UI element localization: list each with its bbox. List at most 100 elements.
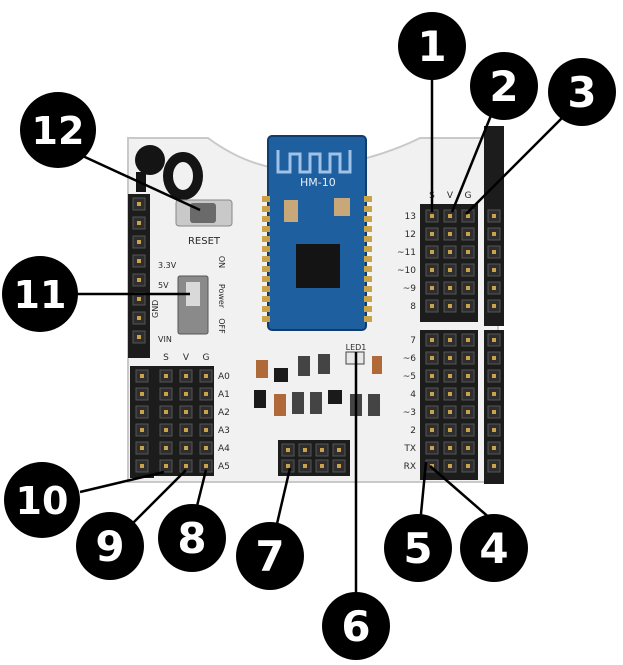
led-label: LED1 xyxy=(346,343,367,352)
digital-low-pin-0-2 xyxy=(461,333,475,347)
analog-pin-a0-0 xyxy=(159,369,173,383)
module-chip xyxy=(296,244,340,288)
left-edge-slot-3 xyxy=(132,254,146,268)
jumper-pin-0-0 xyxy=(281,443,295,457)
module-crystal-2 xyxy=(334,198,350,216)
digital-low-pin-6-1 xyxy=(443,441,457,455)
digital-low-edge-pin-1 xyxy=(487,351,501,365)
left-edge-slot-1 xyxy=(132,216,146,230)
jumper-pin-0-1 xyxy=(298,443,312,457)
callout-7-label: 7 xyxy=(255,532,284,581)
analog-edge-pin-4 xyxy=(135,441,149,455)
digital-col-label-v: V xyxy=(447,191,454,201)
digital-low-pin-0-1 xyxy=(443,333,457,347)
cap-c1 xyxy=(274,394,286,416)
callout-1: 1 xyxy=(398,12,466,80)
leader-7 xyxy=(274,467,292,529)
analog-pin-a3-2 xyxy=(199,423,213,437)
digital-low-pin-1-1 xyxy=(443,351,457,365)
digital-low-pin-4-2 xyxy=(461,405,475,419)
diode-d1 xyxy=(254,390,266,408)
digital-edge-pin-2 xyxy=(487,245,501,259)
module-castellations xyxy=(262,196,372,322)
analog-col-label-v: V xyxy=(183,353,190,363)
castellation-right-10 xyxy=(364,296,372,302)
callout-4-label: 4 xyxy=(479,524,508,573)
digital-low-pin-1-0 xyxy=(425,351,439,365)
analog-pin-a3-0 xyxy=(159,423,173,437)
castellation-left-10 xyxy=(262,296,270,302)
castellation-right-12 xyxy=(364,316,372,322)
digital-pin-3-2 xyxy=(461,263,475,277)
digital-edge-pin-0 xyxy=(487,209,501,223)
jumper-pin-0-3 xyxy=(332,443,346,457)
digital-low-pin-2-1 xyxy=(443,369,457,383)
analog-pin-a1-1 xyxy=(179,387,193,401)
digital-edge-pin-3 xyxy=(487,263,501,277)
callout-2: 2 xyxy=(470,52,538,120)
jumper-pin-1-2 xyxy=(315,459,329,473)
leader-4 xyxy=(429,465,493,521)
resistor-r4 xyxy=(368,394,380,416)
digital-high-pins xyxy=(425,209,501,313)
digital-edge-pin-1 xyxy=(487,227,501,241)
jumper-pin-0-2 xyxy=(315,443,329,457)
castellation-right-8 xyxy=(364,276,372,282)
digital-low-row-label-2: ~5 xyxy=(403,372,416,382)
castellation-left-9 xyxy=(262,286,270,292)
digital-col-label-g: G xyxy=(465,191,472,201)
pin-label-5v: 5V xyxy=(158,281,169,290)
castellation-left-5 xyxy=(262,246,270,252)
callout-10: 10 xyxy=(4,462,80,538)
digital-low-pin-1-2 xyxy=(461,351,475,365)
analog-pin-a2-1 xyxy=(179,405,193,419)
digital-low-pin-2-2 xyxy=(461,369,475,383)
digital-low-edge-pin-3 xyxy=(487,387,501,401)
castellation-left-3 xyxy=(262,226,270,232)
callout-2-label: 2 xyxy=(489,62,518,111)
digital-low-row-label-3: 4 xyxy=(410,390,416,400)
pin-label-vin: VIN xyxy=(158,335,172,344)
left-edge-slot-6 xyxy=(132,311,146,325)
digital-low-pin-2-0 xyxy=(425,369,439,383)
analog-pin-a5-0 xyxy=(159,459,173,473)
leader-2 xyxy=(450,107,496,213)
power-switch[interactable]: ON Power OFF xyxy=(177,256,226,335)
analog-pin-a4-2 xyxy=(199,441,213,455)
right-edge-header-top xyxy=(484,126,504,326)
digital-pin-3-1 xyxy=(443,263,457,277)
castellation-right-9 xyxy=(364,286,372,292)
callout-9-label: 9 xyxy=(95,522,124,571)
digital-low-pin-7-2 xyxy=(461,459,475,473)
castellation-right-5 xyxy=(364,246,372,252)
digital-pin-3-0 xyxy=(425,263,439,277)
digital-row-label-5: 8 xyxy=(410,302,416,312)
castellation-right-6 xyxy=(364,256,372,262)
left-edge-slot-2 xyxy=(132,235,146,249)
callout-11-label: 11 xyxy=(14,273,67,317)
analog-pin-a2-0 xyxy=(159,405,173,419)
callout-12-label: 12 xyxy=(32,109,85,153)
left-edge-slot-0 xyxy=(132,197,146,211)
digital-low-pin-6-0 xyxy=(425,441,439,455)
transistor-q1 xyxy=(274,368,288,382)
analog-pin-a4-0 xyxy=(159,441,173,455)
center-pins xyxy=(281,443,346,473)
digital-row-label-2: ~11 xyxy=(397,248,416,258)
digital-low-edge-pin-5 xyxy=(487,423,501,437)
castellation-left-2 xyxy=(262,216,270,222)
digital-low-pin-4-1 xyxy=(443,405,457,419)
callout-11: 11 xyxy=(2,256,78,332)
leader-9 xyxy=(123,469,187,533)
analog-pin-a4-1 xyxy=(179,441,193,455)
digital-low-pin-5-2 xyxy=(461,423,475,437)
jumper-pin-1-3 xyxy=(332,459,346,473)
digital-pin-0-1 xyxy=(443,209,457,223)
pin-label-gnd: GND xyxy=(151,300,160,318)
